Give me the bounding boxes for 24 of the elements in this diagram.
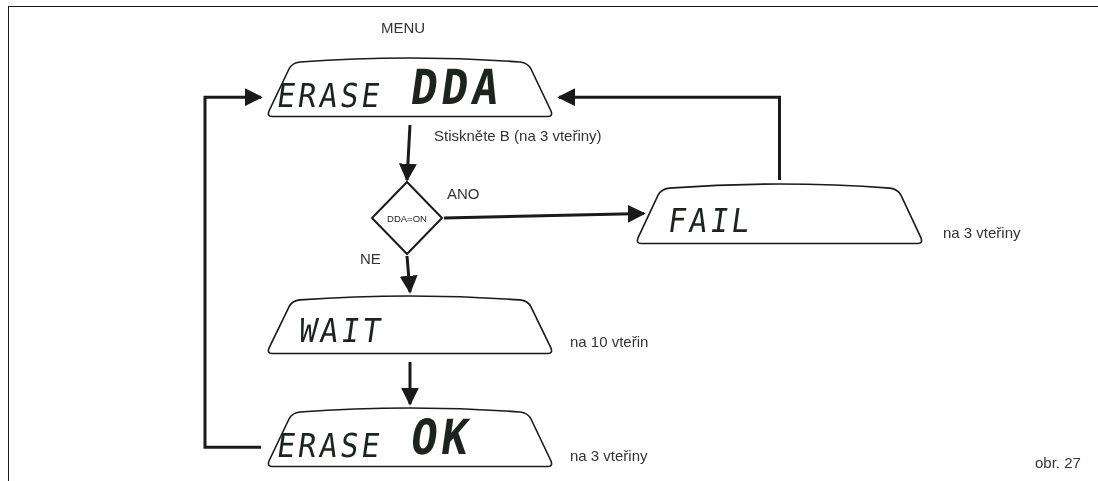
lcd-display-panel [636,183,923,244]
edge-label: Stiskněte B (na 3 vteřiny) [432,127,604,144]
lcd-display-panel [267,407,553,467]
note-text: na 3 vteřiny [570,448,648,463]
arrow [399,255,418,294]
arrow [203,88,263,449]
arrow [398,124,417,182]
display-text: FAIL [666,204,755,237]
arrow [443,204,646,223]
condition-text: DDA=ON [387,212,427,224]
display-text: OK [408,413,477,462]
decision-diamond [371,181,443,255]
lcd-display-panel [267,295,553,354]
display-text: ERASE [275,79,385,112]
display-text: ERASE [275,429,385,462]
arrow [557,88,781,180]
display-text: WAIT [297,314,386,347]
figure-number: obr. 27 [1035,455,1081,470]
lcd-display-panel [267,57,553,117]
note-text: na 3 vteřiny [943,225,1021,240]
arrow [401,362,419,406]
note-text: MENU [381,20,426,35]
note-text: na 10 vteřin [570,334,649,349]
display-text: DDA [408,63,507,112]
